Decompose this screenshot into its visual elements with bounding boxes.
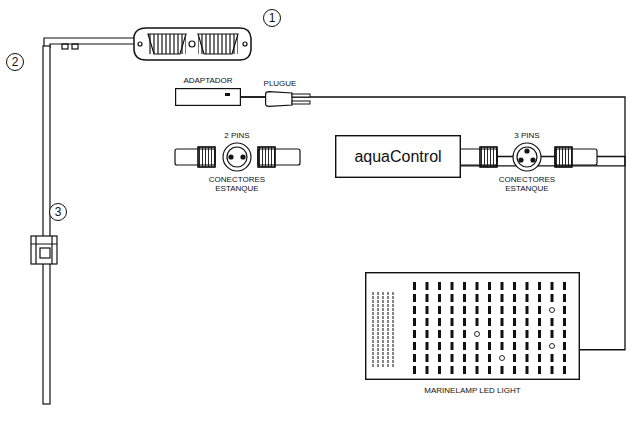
node-label: aquaControl: [335, 148, 461, 166]
node-label: ADAPTADOR: [183, 76, 232, 85]
led-panel: MARINELAMP LED LIGHT: [365, 272, 580, 380]
lamp-illustration: [31, 28, 251, 404]
pin-label: 2 PINS: [207, 132, 267, 141]
pin-label: 3 PINS: [497, 132, 557, 141]
plug-shape: [265, 91, 295, 107]
adapter-box-shape: [175, 88, 241, 106]
callout-number: 3: [49, 203, 67, 221]
callout-number: 1: [263, 9, 281, 27]
adapter-box: ADAPTADOR: [175, 88, 241, 106]
controller-box: aquaControl: [335, 135, 461, 178]
connector-label: CONECTORES ESTANQUE: [204, 176, 270, 194]
callout-number: 2: [6, 53, 24, 71]
node-label: MARINELAMP LED LIGHT: [424, 386, 520, 395]
led-panel-shape: [365, 272, 580, 380]
node-label: PLUGUE: [264, 79, 297, 88]
plug: PLUGUE: [265, 91, 295, 107]
connector-label: CONECTORES ESTANQUE: [494, 176, 560, 194]
